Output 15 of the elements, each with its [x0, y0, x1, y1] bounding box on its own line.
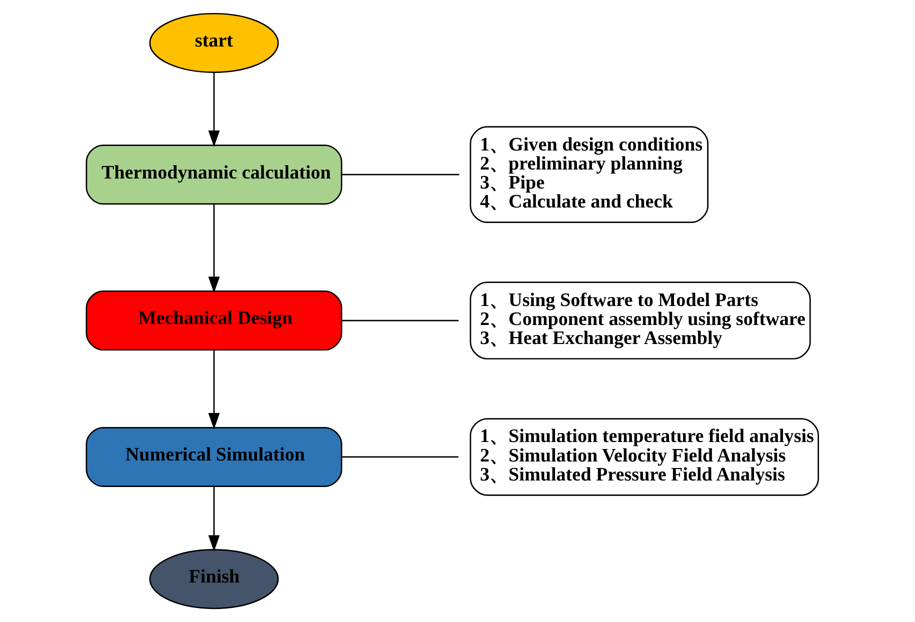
- connector: [342, 320, 459, 322]
- arrow: [208, 350, 220, 430]
- node-box: 1、Simulation temperature field analysis 2、Simulation Velocity Field Analysis 3、Simulated Pressure Field Analysis: [470, 418, 819, 496]
- arrow: [208, 204, 220, 294]
- node-ellipse: start: [149, 12, 279, 73]
- node-box: Mechanical Design: [86, 290, 342, 351]
- connector: [342, 456, 458, 458]
- connector: [342, 174, 460, 176]
- node-box: Numerical Simulation: [86, 426, 342, 487]
- node-ellipse: Finish: [149, 549, 279, 610]
- arrow: [208, 486, 220, 552]
- node-box: 1、Using Software to Model Parts 2、Component assembly using software 3、Heat Exchanger Assembly: [470, 282, 811, 360]
- arrow: [208, 72, 220, 147]
- node-box: Thermodynamic calculation: [86, 144, 342, 205]
- node-box: 1、Given design conditions 2、preliminary planning 3、Pipe 4、Calculate and check: [470, 126, 708, 224]
